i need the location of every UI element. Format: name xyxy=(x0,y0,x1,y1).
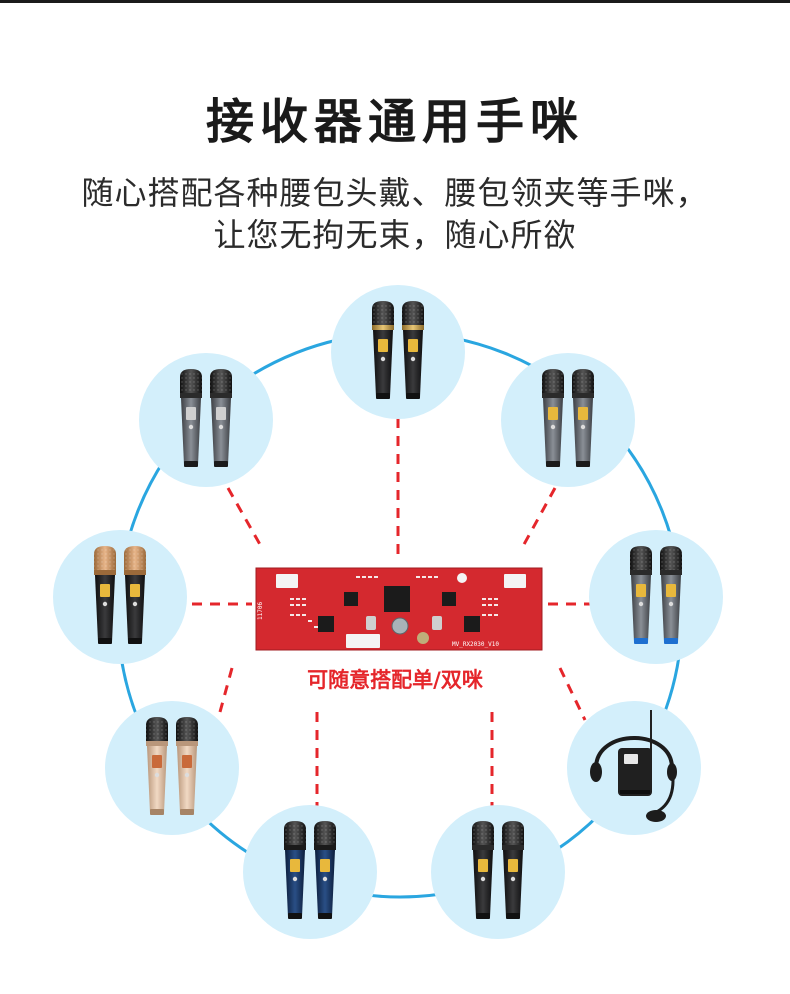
handheld-mic-pair-icon xyxy=(372,301,424,399)
board-side-label: 11706 xyxy=(257,602,264,620)
handheld-mic-pair-icon xyxy=(542,369,594,467)
circle-upper-left xyxy=(139,353,273,487)
microphone-groups xyxy=(94,301,682,919)
handheld-mic-pair-icon xyxy=(146,717,198,815)
circle-top xyxy=(331,285,465,419)
headset-bodypack-icon xyxy=(590,710,677,822)
circle-upper-right xyxy=(501,353,635,487)
handheld-mic-pair-icon xyxy=(180,369,232,467)
subtitle-line-2: 让您无拘无束，随心所欲 xyxy=(213,216,577,254)
circle-mid-left xyxy=(53,530,187,664)
circle-lower-left xyxy=(105,701,239,835)
handheld-mic-pair-icon xyxy=(94,546,146,644)
circle-bottom-right xyxy=(431,805,565,939)
subtitle-line-1: 随心搭配各种腰包头戴、腰包领夹等手咪， xyxy=(81,174,709,212)
circle-bottom-left xyxy=(243,805,377,939)
receiver-board: MV_RX2030_V10 11706 xyxy=(255,567,543,651)
page-title: 接收器通用手咪 xyxy=(205,94,584,150)
handheld-mic-pair-icon xyxy=(630,546,682,644)
receiver-caption: 可随意搭配单/双咪 xyxy=(307,668,483,692)
accessory-circles xyxy=(53,285,723,939)
circle-mid-right xyxy=(589,530,723,664)
handheld-mic-pair-icon xyxy=(472,821,524,919)
board-label: MV_RX2030_V10 xyxy=(452,641,499,648)
top-border xyxy=(0,0,790,3)
handheld-mic-pair-icon xyxy=(284,821,336,919)
